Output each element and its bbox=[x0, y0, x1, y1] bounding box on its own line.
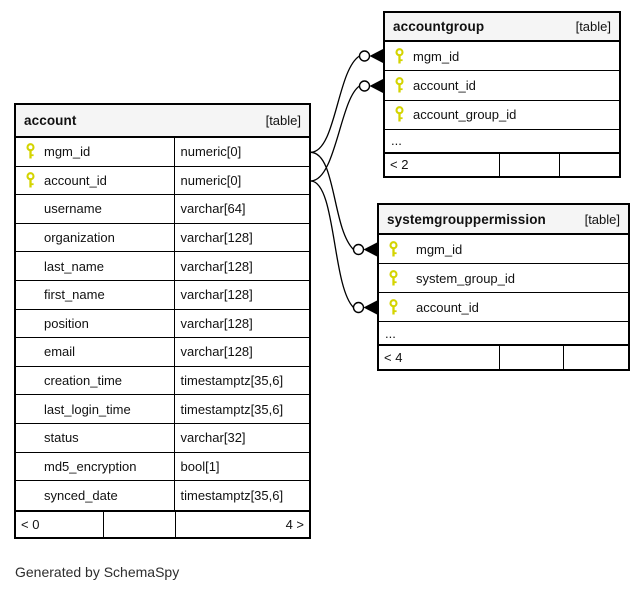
table-tag: [table] bbox=[575, 19, 611, 34]
column-name: creation_time bbox=[44, 373, 123, 389]
column-name: last_name bbox=[44, 258, 104, 274]
column-name: account_id bbox=[413, 77, 476, 93]
column-type: numeric[0] bbox=[180, 172, 242, 188]
column-row-last_name: last_name varchar[128] bbox=[16, 252, 309, 281]
column-row-status: status varchar[32] bbox=[16, 423, 309, 453]
footer-middle bbox=[104, 511, 176, 537]
column-type: varchar[128] bbox=[180, 344, 253, 360]
column-row-account_id: account_id bbox=[379, 293, 628, 322]
column-type: numeric[0] bbox=[180, 144, 242, 160]
column-type: bool[1] bbox=[180, 458, 220, 474]
column-name: email bbox=[44, 344, 76, 360]
primary-key-icon bbox=[392, 77, 406, 94]
column-row-organization: organization varchar[128] bbox=[16, 223, 309, 253]
column-name: mgm_id bbox=[44, 144, 91, 160]
primary-key-icon bbox=[392, 106, 406, 123]
column-type: varchar[128] bbox=[180, 258, 253, 274]
table-accountgroup-footer: < 2 bbox=[385, 151, 619, 176]
column-row-last_login_time: last_login_time timestamptz[35,6] bbox=[16, 395, 309, 424]
column-name: first_name bbox=[44, 287, 105, 303]
column-type: varchar[128] bbox=[180, 315, 253, 331]
primary-key-icon bbox=[23, 143, 37, 160]
column-row-mgm_id: mgm_id bbox=[385, 42, 619, 72]
column-name: last_login_time bbox=[44, 401, 131, 417]
column-type: varchar[32] bbox=[180, 430, 246, 446]
column-name: mgm_id bbox=[416, 241, 463, 257]
column-row-synced_date: synced_date timestamptz[35,6] bbox=[16, 481, 309, 510]
relationship-edge bbox=[310, 55, 360, 308]
footer-parents: < 4 bbox=[379, 346, 500, 369]
more-columns-row: ... bbox=[385, 129, 619, 152]
column-row-account_id: account_id numeric[0] bbox=[16, 166, 309, 196]
table-account-rows: mgm_id numeric[0] account_id numeric[0] user… bbox=[16, 138, 309, 510]
column-name: system_group_id bbox=[416, 270, 515, 286]
footer-middle bbox=[500, 153, 560, 176]
column-name: account_id bbox=[44, 172, 107, 188]
column-type: varchar[64] bbox=[180, 201, 246, 217]
column-row-mgm_id: mgm_id numeric[0] bbox=[16, 138, 309, 167]
footer-children bbox=[560, 154, 619, 176]
footer-children: 4 > bbox=[285, 516, 304, 532]
column-name: ... bbox=[391, 133, 402, 149]
column-row-mgm_id: mgm_id bbox=[379, 235, 628, 264]
column-type: varchar[128] bbox=[180, 230, 253, 246]
table-title[interactable]: systemgrouppermission bbox=[387, 211, 546, 227]
column-name: account_group_id bbox=[413, 107, 517, 123]
table-title[interactable]: account bbox=[24, 113, 77, 128]
table-account-header[interactable]: account [table] bbox=[16, 105, 309, 138]
column-row-creation_time: creation_time timestamptz[35,6] bbox=[16, 366, 309, 396]
column-name: ... bbox=[385, 325, 396, 341]
primary-key-icon bbox=[386, 269, 400, 287]
column-name: position bbox=[44, 315, 89, 331]
footer-middle bbox=[500, 346, 564, 369]
column-row-md5_encryption: md5_encryption bool[1] bbox=[16, 452, 309, 482]
column-type: timestamptz[35,6] bbox=[180, 401, 284, 417]
column-row-account_group_id: account_group_id bbox=[385, 100, 619, 130]
column-name: username bbox=[44, 201, 102, 217]
primary-key-icon bbox=[23, 172, 37, 189]
odot-circle bbox=[352, 50, 371, 314]
table-title[interactable]: accountgroup bbox=[393, 19, 485, 34]
column-name: synced_date bbox=[44, 487, 118, 503]
column-type: timestamptz[35,6] bbox=[180, 373, 284, 389]
table-systemgrouppermission-rows: mgm_id system_group_id account_id... bbox=[379, 235, 628, 344]
table-accountgroup-rows: mgm_id account_id account_group_id... bbox=[385, 42, 619, 152]
column-row-username: username varchar[64] bbox=[16, 195, 309, 224]
footer-parents: < 2 bbox=[385, 153, 500, 176]
more-columns-row: ... bbox=[379, 322, 628, 344]
column-name: account_id bbox=[416, 299, 479, 315]
table-tag: [table] bbox=[584, 211, 620, 227]
column-row-position: position varchar[128] bbox=[16, 309, 309, 339]
column-name: status bbox=[44, 430, 79, 446]
column-name: organization bbox=[44, 230, 115, 246]
table-tag: [table] bbox=[265, 113, 301, 128]
column-type: varchar[128] bbox=[180, 287, 253, 303]
column-name: md5_encryption bbox=[44, 458, 137, 474]
generated-by-caption: Generated by SchemaSpy bbox=[15, 564, 180, 580]
column-row-email: email varchar[128] bbox=[16, 338, 309, 367]
footer-parents: < 0 bbox=[16, 511, 104, 537]
primary-key-icon bbox=[386, 240, 400, 258]
table-accountgroup-header[interactable]: accountgroup [table] bbox=[385, 13, 619, 42]
column-type: timestamptz[35,6] bbox=[180, 487, 284, 503]
column-row-first_name: first_name varchar[128] bbox=[16, 280, 309, 310]
column-row-account_id: account_id bbox=[385, 71, 619, 101]
table-systemgrouppermission-header[interactable]: systemgrouppermission [table] bbox=[379, 205, 628, 235]
table-systemgrouppermission-footer: < 4 bbox=[379, 344, 628, 369]
column-name: mgm_id bbox=[413, 48, 460, 64]
table-account-footer: < 0 4 > bbox=[16, 509, 309, 537]
footer-children bbox=[564, 346, 628, 369]
primary-key-icon bbox=[386, 298, 400, 316]
primary-key-icon bbox=[392, 47, 406, 65]
column-row-system_group_id: system_group_id bbox=[379, 264, 628, 293]
